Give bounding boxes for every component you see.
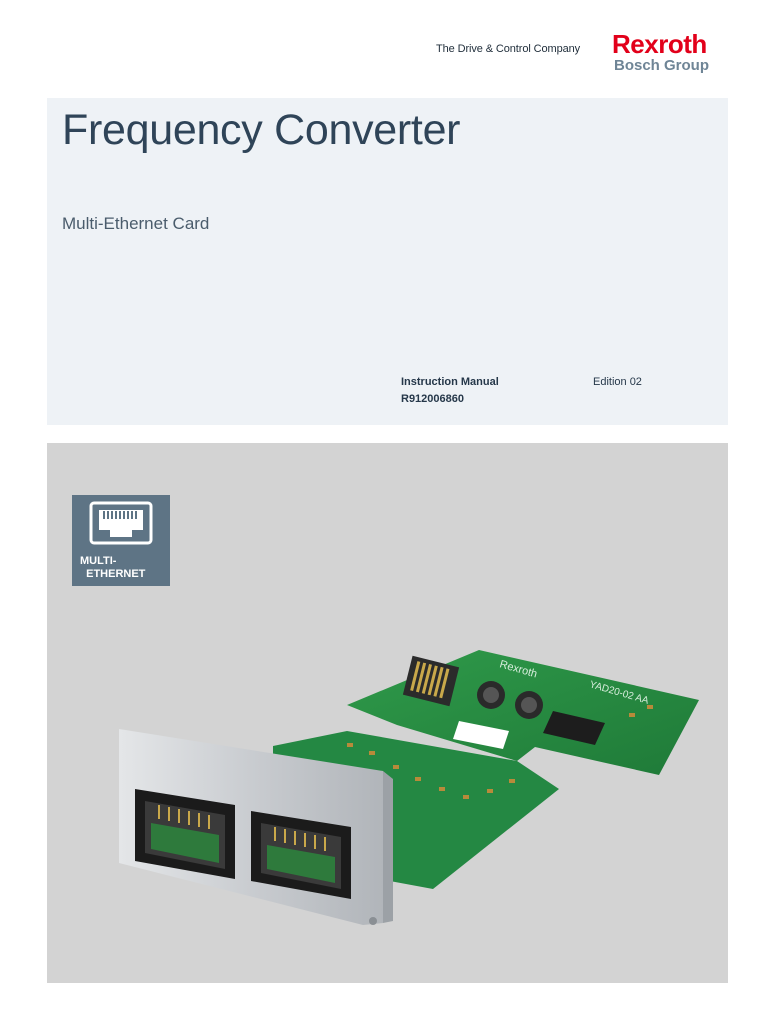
- product-image-panel: MULTI- ETHERNET: [47, 443, 728, 983]
- company-tagline: The Drive & Control Company: [436, 43, 581, 55]
- document-edition: Edition 02: [593, 376, 642, 388]
- badge-label: MULTI- ETHERNET: [80, 555, 146, 580]
- multi-ethernet-badge: MULTI- ETHERNET: [72, 495, 170, 586]
- ethernet-port-icon: [89, 501, 153, 545]
- document-subtitle: Multi-Ethernet Card: [62, 214, 210, 233]
- brand-logo-rexroth: Rexroth: [612, 29, 707, 59]
- document-type: Instruction Manual: [401, 376, 499, 388]
- title-panel: Frequency Converter Multi-Ethernet Card …: [47, 98, 728, 425]
- document-title: Frequency Converter: [62, 106, 461, 154]
- document-number: R912006860: [401, 393, 465, 405]
- brand-logo-bosch-group: Bosch Group: [614, 57, 710, 74]
- multi-ethernet-card-photo: Rexroth YAD20-02 AA: [119, 650, 699, 925]
